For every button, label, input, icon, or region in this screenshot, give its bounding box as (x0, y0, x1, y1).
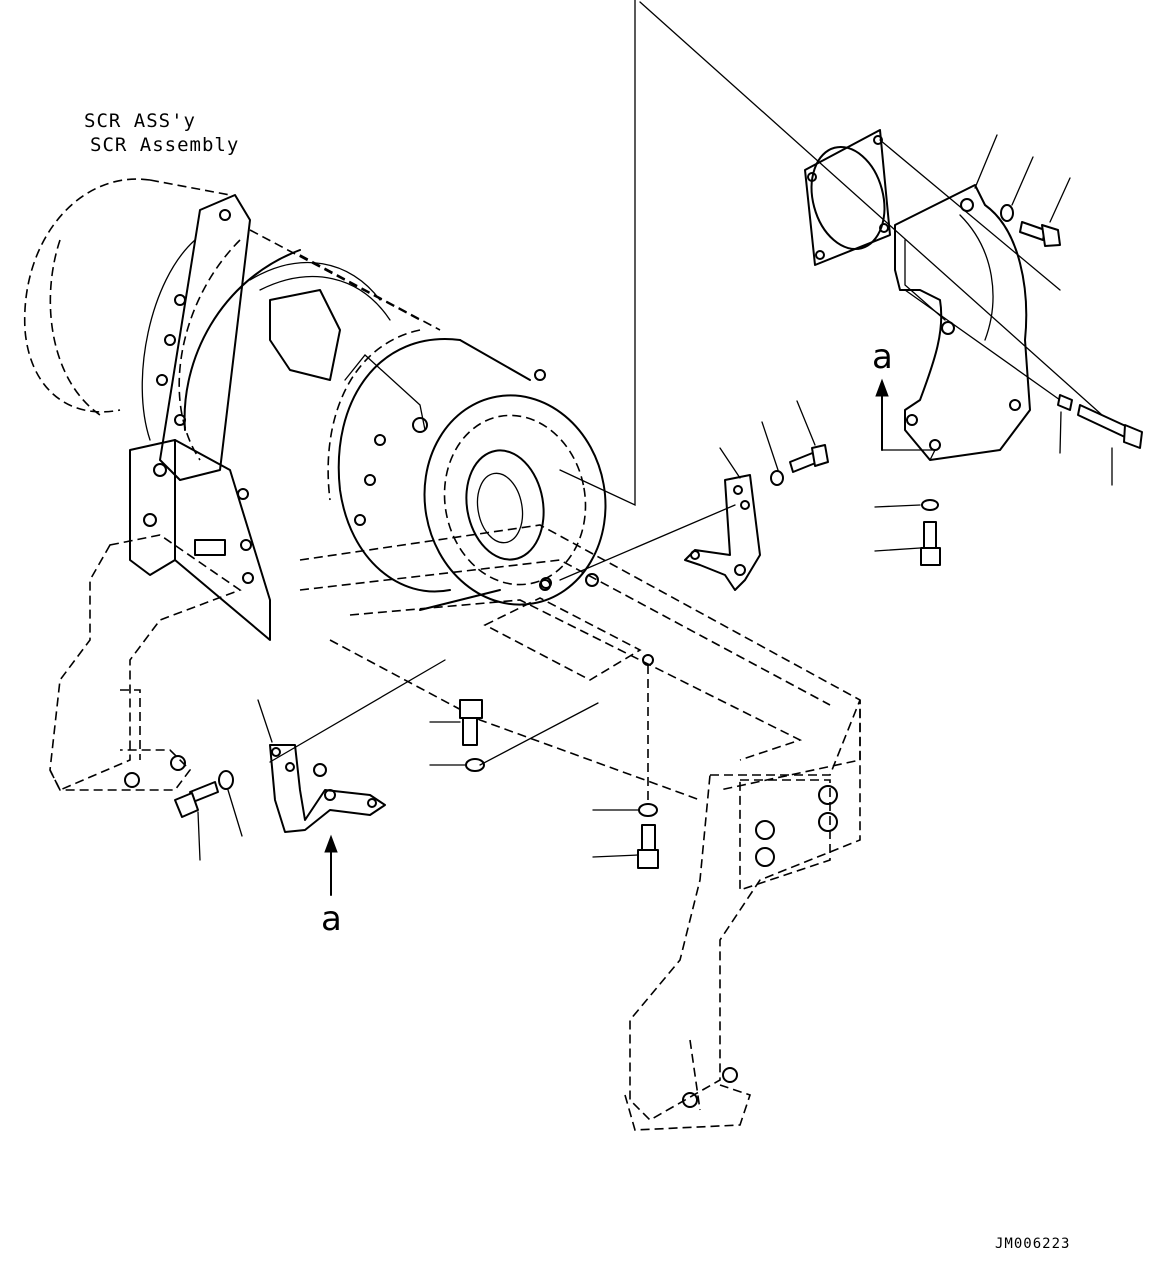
scr-leader-line (559, 0, 636, 507)
scr-canister (24, 178, 607, 641)
callout-a-bottom: a (321, 834, 342, 939)
assembly-label-line1: SCR ASS'y (84, 110, 196, 132)
fasteners (174, 204, 1143, 869)
bracket-center (559, 474, 761, 591)
callout-a-top-label: a (872, 337, 893, 377)
callout-a-top: a (872, 337, 937, 461)
assembly-label-line2: SCR Assembly (90, 134, 239, 156)
callout-a-bottom-label: a (321, 899, 342, 939)
bracket-lower (269, 659, 446, 833)
leader-lines (197, 134, 1113, 861)
drawing-code: JM006223 (995, 1236, 1070, 1252)
flange-axis-line (639, 1, 1131, 441)
exhaust-elbow-assembly (804, 129, 1061, 461)
support-frame (49, 524, 861, 1131)
